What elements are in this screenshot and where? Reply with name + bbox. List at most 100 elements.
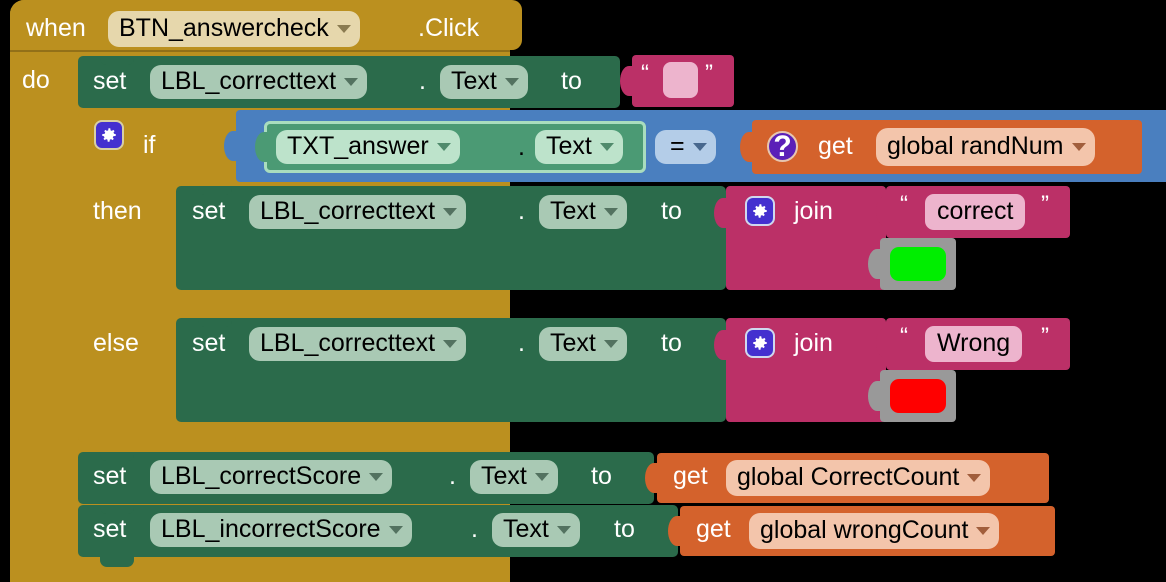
text-plug [876, 196, 891, 226]
then-label: then [93, 197, 142, 225]
to-label: to [614, 515, 635, 543]
get-label: get [696, 515, 731, 543]
set-property-dropdown[interactable]: Text [492, 513, 580, 547]
set-component-dropdown[interactable]: LBL_correcttext [249, 195, 467, 229]
color-swatch[interactable] [890, 247, 946, 281]
chevron-down-icon [599, 142, 614, 151]
set-property-label: Text [481, 462, 527, 490]
variable-name-dropdown[interactable]: global wrongCount [749, 513, 1000, 549]
chevron-down-icon [504, 77, 519, 86]
dot-separator: . [518, 197, 525, 225]
variable-get-plug [668, 516, 683, 546]
set-component-label: LBL_incorrectScore [161, 515, 381, 543]
chevron-down-icon [692, 142, 707, 151]
set-property-label: Text [451, 67, 497, 95]
color-plug [868, 381, 883, 411]
else-label: else [93, 329, 139, 357]
dot-separator: . [449, 462, 456, 490]
to-label: to [661, 329, 682, 357]
gear-icon[interactable] [94, 120, 124, 150]
chevron-down-icon [1071, 142, 1086, 151]
dot-separator: . [518, 329, 525, 357]
block-notch-bottom [100, 557, 134, 567]
color-plug [868, 249, 883, 279]
set-component-dropdown[interactable]: LBL_incorrectScore [150, 513, 412, 547]
if-label: if [143, 131, 156, 159]
gear-icon[interactable] [745, 196, 775, 226]
block-notch-top [100, 56, 134, 65]
color-swatch[interactable] [890, 379, 946, 413]
set-property-label: Text [503, 515, 549, 543]
getter-plug [255, 132, 270, 162]
set-component-dropdown[interactable]: LBL_correcttext [150, 65, 368, 99]
set-label: set [93, 515, 127, 543]
block-notch-top [198, 186, 232, 195]
event-suffix-label: .Click [418, 14, 480, 42]
to-label: to [561, 67, 582, 95]
chevron-down-icon [443, 339, 458, 348]
set-property-dropdown[interactable]: Text [470, 460, 558, 494]
join-label: join [794, 329, 833, 357]
chevron-down-icon [369, 472, 384, 481]
set-component-label: LBL_correcttext [260, 197, 436, 225]
set-label: set [93, 67, 127, 95]
chevron-down-icon [534, 472, 549, 481]
set-property-label: Text [550, 329, 596, 357]
join-label: join [794, 197, 833, 225]
variable-name-dropdown[interactable]: global randNum [876, 128, 1095, 166]
chevron-down-icon [967, 473, 982, 482]
getter-property-label: Text [546, 132, 592, 160]
chevron-down-icon [388, 525, 403, 534]
set-property-dropdown[interactable]: Text [539, 327, 627, 361]
question-mark-glyph: ? [773, 129, 792, 163]
comparison-operator-dropdown[interactable]: = [655, 130, 716, 164]
get-label: get [673, 462, 708, 490]
chevron-down-icon [976, 526, 991, 535]
set-label: set [93, 462, 127, 490]
dot-separator: . [419, 67, 426, 95]
set-property-dropdown[interactable]: Text [440, 65, 528, 99]
set-component-label: LBL_correcttext [161, 67, 337, 95]
getter-component-label: TXT_answer [287, 132, 429, 160]
to-label: to [591, 462, 612, 490]
close-quote: ” [1041, 191, 1049, 218]
chevron-down-icon [603, 207, 618, 216]
block-notch-top [198, 318, 232, 327]
chevron-down-icon [603, 339, 618, 348]
event-component-dropdown[interactable]: BTN_answercheck [108, 11, 360, 47]
gear-icon[interactable] [745, 328, 775, 358]
chevron-down-icon [336, 24, 351, 33]
set-property-dropdown[interactable]: Text [539, 195, 627, 229]
variable-name-label: global wrongCount [760, 516, 969, 544]
variable-name-dropdown[interactable]: global CorrectCount [726, 460, 991, 496]
join-plug [714, 198, 729, 228]
set-component-dropdown[interactable]: LBL_correcttext [249, 327, 467, 361]
getter-property-dropdown[interactable]: Text [535, 130, 623, 164]
chevron-down-icon [556, 525, 571, 534]
getter-component-dropdown[interactable]: TXT_answer [276, 130, 460, 164]
chevron-down-icon [436, 142, 451, 151]
text-value-field[interactable]: Wrong [925, 326, 1023, 362]
get-label: get [818, 132, 853, 160]
variable-name-label: global randNum [887, 132, 1064, 160]
set-label: set [192, 329, 226, 357]
variable-get-plug [645, 463, 660, 493]
open-quote: “ [641, 60, 649, 87]
comparison-operator-label: = [670, 132, 685, 160]
do-label: do [22, 66, 50, 94]
chevron-down-icon [443, 207, 458, 216]
close-quote: ” [705, 60, 713, 87]
block-notch-top [100, 505, 134, 514]
variable-get-plug [740, 132, 755, 162]
variable-name-label: global CorrectCount [737, 463, 960, 491]
text-value-field[interactable]: correct [925, 194, 1026, 230]
text-value-field[interactable] [663, 62, 698, 98]
set-component-dropdown[interactable]: LBL_correctScore [150, 460, 393, 494]
event-component-label: BTN_answercheck [119, 14, 329, 42]
open-quote: “ [900, 191, 908, 218]
text-plug [876, 328, 891, 358]
question-mark-icon[interactable]: ? [767, 131, 798, 162]
set-component-label: LBL_correcttext [260, 329, 436, 357]
to-label: to [661, 197, 682, 225]
